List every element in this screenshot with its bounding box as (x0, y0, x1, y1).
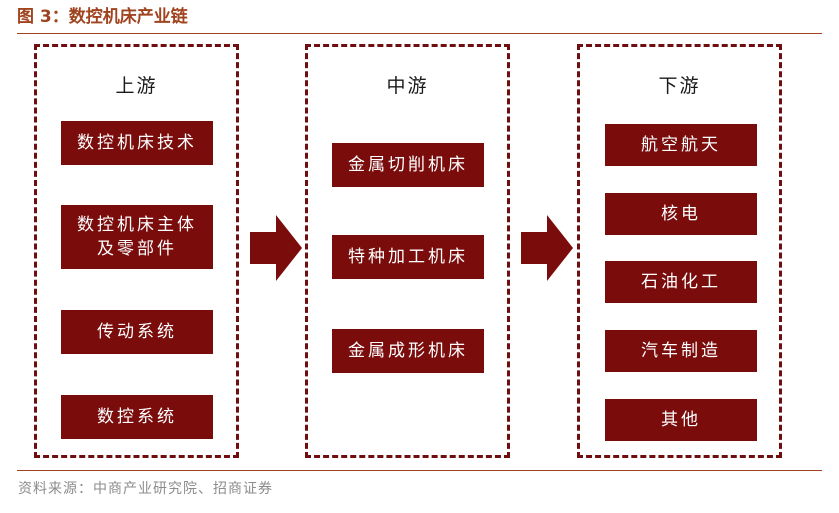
downstream-column: 下游 航空航天 核电 石油化工 汽车制造 其他 (577, 44, 782, 458)
upstream-column: 上游 数控机床技术 数控机床主体 及零部件 传动系统 数控系统 (34, 44, 239, 458)
right-arrow-icon (250, 215, 302, 281)
upstream-node-transmission: 传动系统 (61, 310, 213, 354)
upstream-node-cnc-system: 数控系统 (61, 395, 213, 439)
downstream-node-petrochemical: 石油化工 (605, 261, 757, 303)
midstream-node-metal-cutting: 金属切削机床 (332, 143, 484, 187)
figure-title: 图 3：数控机床产业链 (17, 7, 188, 27)
downstream-node-aerospace: 航空航天 (605, 124, 757, 166)
downstream-node-other: 其他 (605, 399, 757, 441)
midstream-column: 中游 金属切削机床 特种加工机床 金属成形机床 (305, 44, 510, 458)
downstream-heading: 下游 (658, 75, 701, 97)
source-note: 资料来源：中商产业研究院、招商证券 (18, 481, 273, 497)
source-divider (17, 470, 822, 471)
title-divider (17, 33, 822, 34)
midstream-node-special-machining: 特种加工机床 (332, 235, 484, 279)
upstream-heading: 上游 (115, 75, 158, 97)
upstream-node-cnc-body-parts: 数控机床主体 及零部件 (61, 205, 213, 269)
midstream-heading: 中游 (386, 75, 429, 97)
upstream-node-cnc-technology: 数控机床技术 (61, 121, 213, 165)
downstream-node-automotive: 汽车制造 (605, 330, 757, 372)
downstream-node-nuclear-power: 核电 (605, 193, 757, 235)
right-arrow-icon (521, 215, 573, 281)
midstream-node-metal-forming: 金属成形机床 (332, 329, 484, 373)
